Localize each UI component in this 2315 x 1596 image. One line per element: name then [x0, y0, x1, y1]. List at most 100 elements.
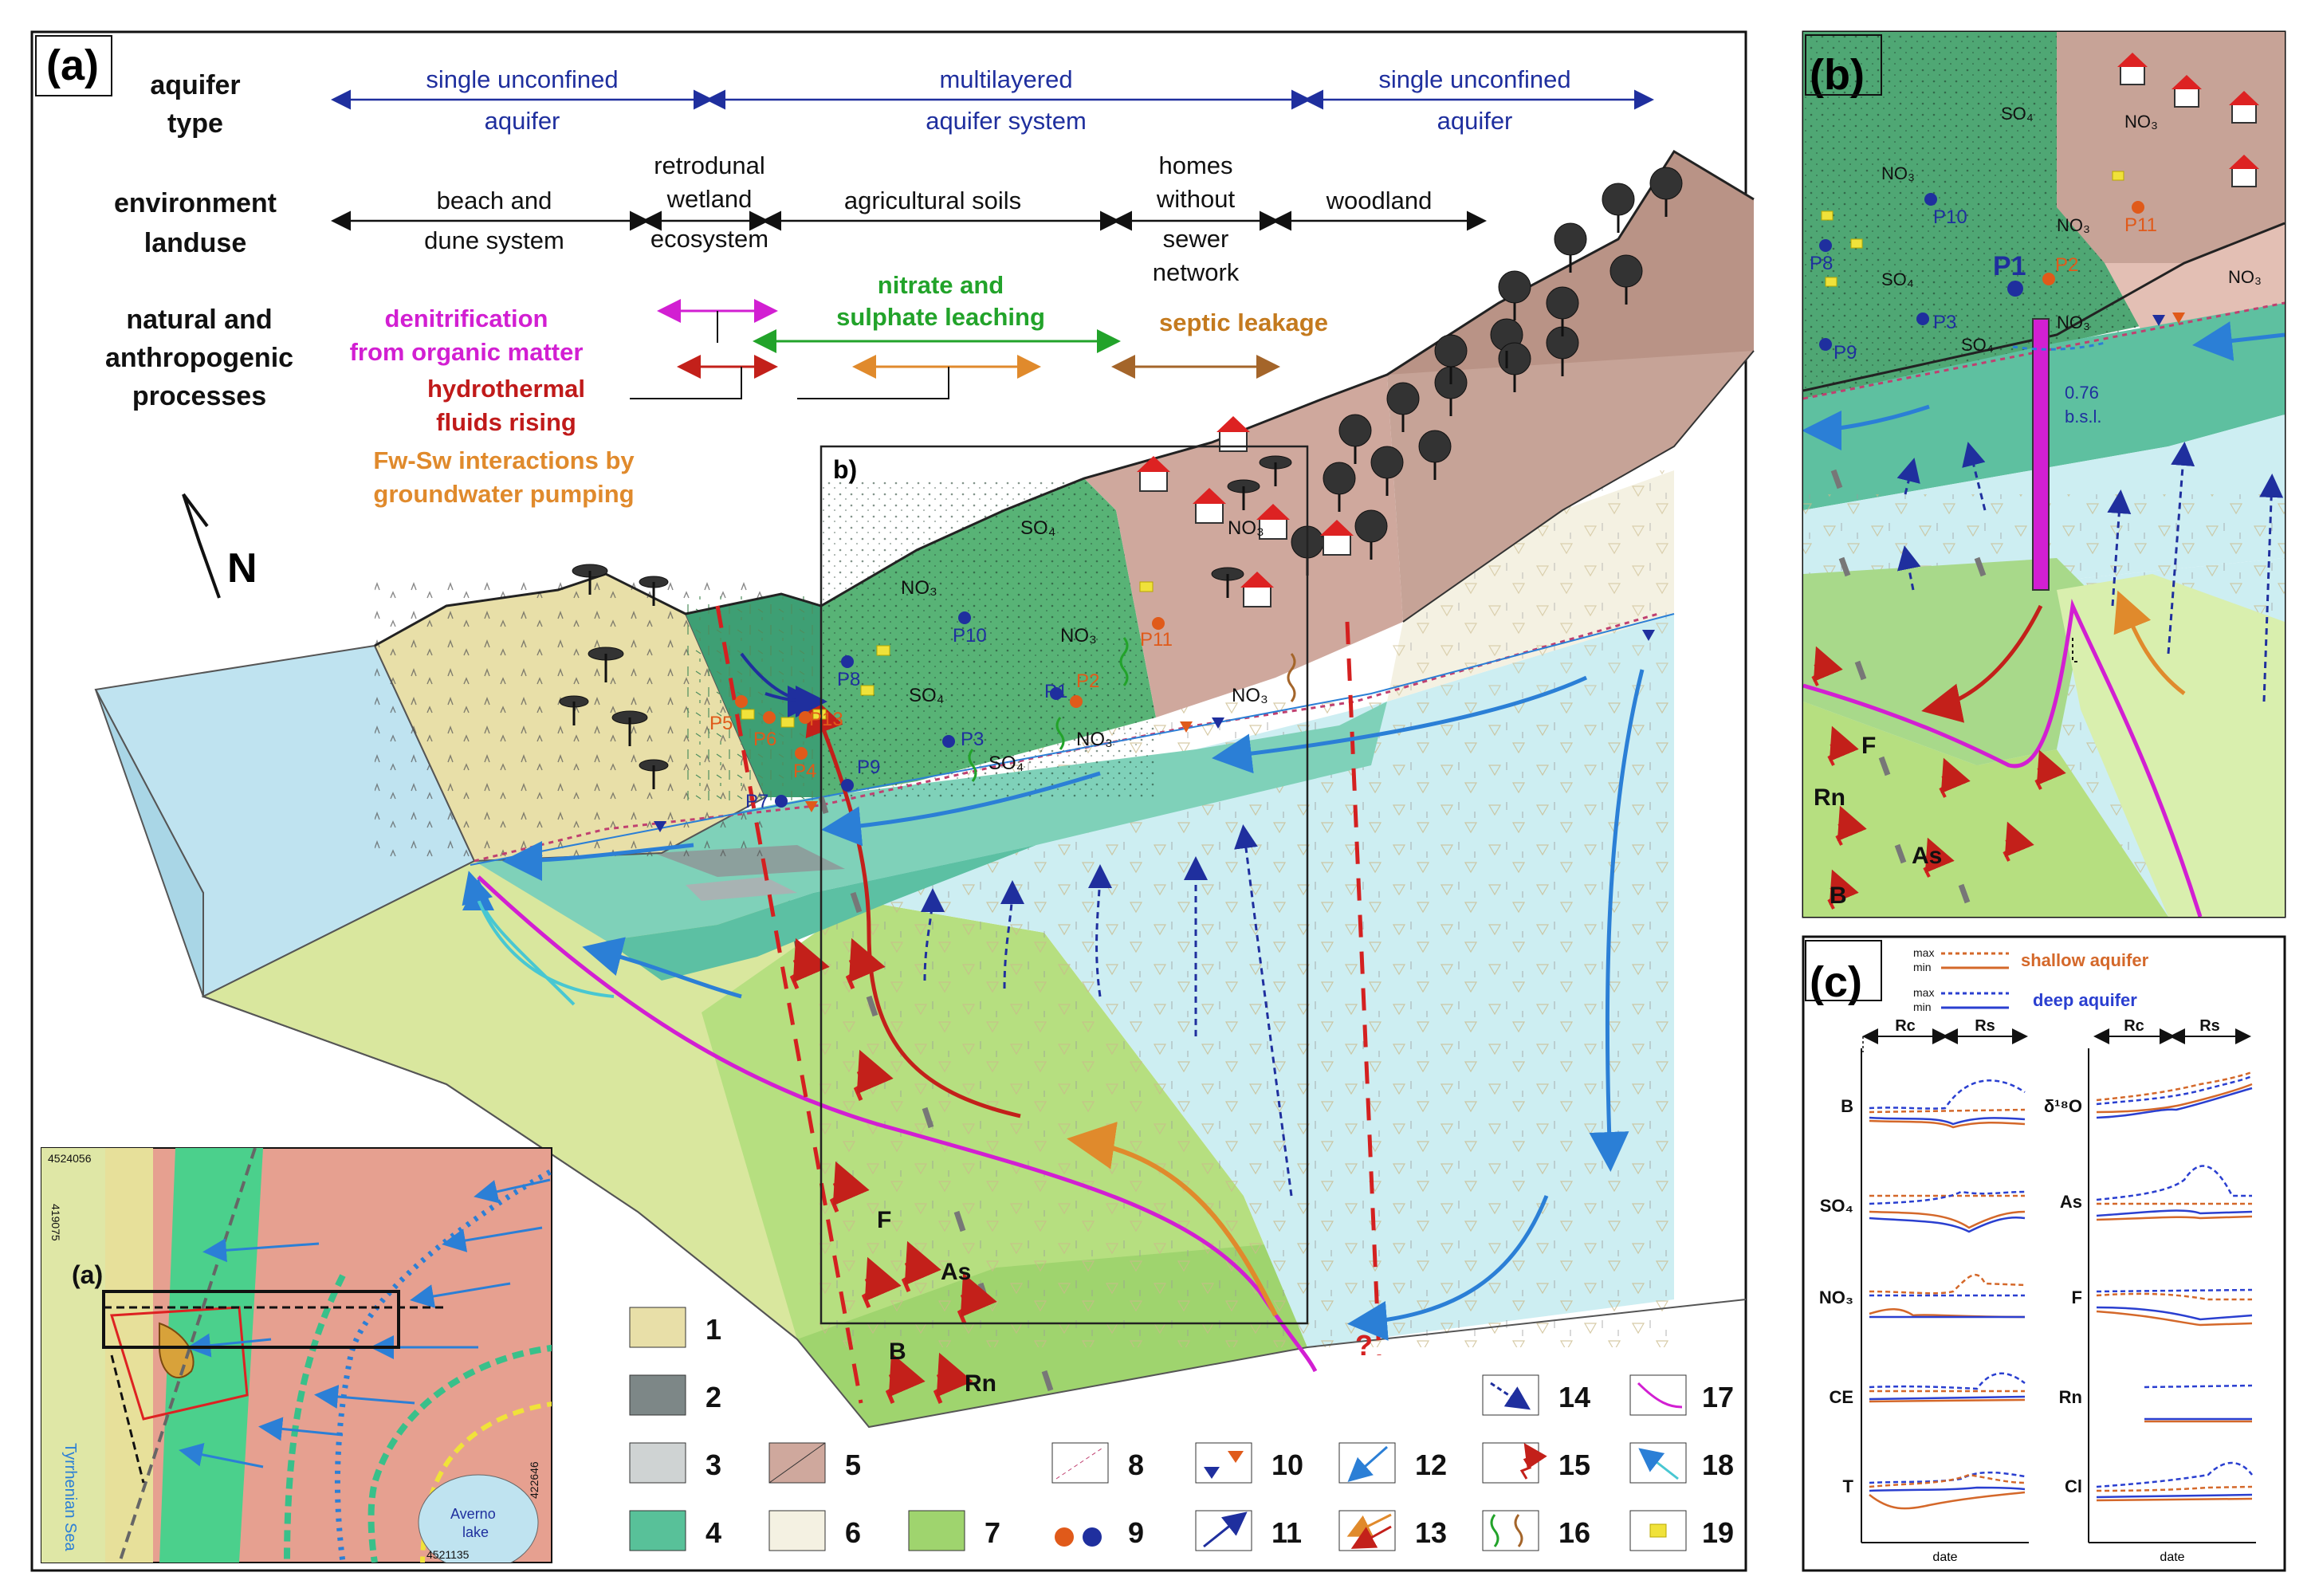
proc-denit-l2: from organic matter — [350, 338, 584, 366]
legend-12: 12 — [1415, 1449, 1447, 1481]
proc-nitrate-l2: sulphate leaching — [836, 303, 1045, 331]
section-b-box — [819, 445, 1309, 1325]
c-param-as: As — [2060, 1192, 2082, 1212]
unknown-fault-mark: ? — [1355, 1329, 1373, 1362]
panel-b: (b) SO₄ NO₃ NO₃ NO₃ SO₄ NO₃ SO₄ NO₃ P10 … — [1802, 30, 2286, 918]
env-homes-l3: sewer — [1163, 225, 1229, 253]
panel-b-label: (b) — [1810, 51, 1865, 99]
well-p4-a: P4 — [793, 761, 816, 782]
chem-so4-3: SO₄ — [988, 753, 1024, 774]
b-depth-l2: b.s.l. — [2065, 407, 2101, 427]
b-chem-so4-1: SO₄ — [2001, 104, 2034, 124]
aquifer-seg-2-l1: multilayered — [939, 65, 1072, 93]
c-param-d18o: δ¹⁸O — [2044, 1096, 2082, 1116]
well-p7-a: P7 — [745, 791, 768, 812]
well-p10-a: P10 — [953, 625, 987, 647]
aquifer-seg-2-l2: aquifer system — [926, 107, 1087, 135]
legend-15: 15 — [1558, 1449, 1590, 1481]
row-processes-1: natural and — [126, 305, 272, 335]
b-chem-no3-2: NO₃ — [2057, 215, 2090, 235]
legend-13: 13 — [1415, 1516, 1447, 1549]
row-processes-3: processes — [132, 381, 266, 411]
legend-19: 19 — [1702, 1516, 1734, 1549]
b-chem-so4-2: SO₄ — [1881, 269, 1914, 289]
legend-10: 10 — [1271, 1449, 1303, 1481]
b-depth-l1: 0.76 — [2065, 383, 2099, 403]
well-p6-a: P5 — [709, 713, 733, 734]
c-leg-shallow: shallow aquifer — [2021, 950, 2149, 970]
deep-b-a: B — [889, 1339, 906, 1365]
legend-7: 7 — [985, 1516, 1000, 1549]
env-homes-l2: without — [1156, 185, 1236, 213]
b-deep-rn: Rn — [1814, 784, 1845, 811]
chem-no3-3: NO₃ — [1228, 517, 1264, 539]
b-well-p9: P9 — [1834, 342, 1857, 364]
c-leg-deep: deep aquifer — [2033, 990, 2137, 1010]
c-param-no3: NO₃ — [1819, 1287, 1853, 1307]
inset-lake-l1: Averno — [450, 1506, 496, 1522]
b-deep-f: F — [1861, 733, 1876, 759]
row-aquifer-type-1: aquifer — [150, 70, 240, 100]
b-chem-no3-3: NO₃ — [2124, 112, 2158, 132]
legend-14: 14 — [1558, 1381, 1590, 1413]
deep-f-a: F — [877, 1207, 891, 1233]
proc-septic: septic leakage — [1159, 309, 1328, 336]
c-param-t: T — [1843, 1476, 1854, 1496]
c-date-right: date — [2160, 1551, 2184, 1564]
well-p13-a: P13 — [809, 709, 843, 730]
env-homes-l1: homes — [1158, 151, 1232, 179]
b-chem-so4-3: SO₄ — [1961, 335, 1994, 355]
chem-no3-5: NO₃ — [1076, 729, 1113, 750]
env-woodland-l1: woodland — [1326, 187, 1433, 214]
c-param-ce: CE — [1829, 1387, 1853, 1407]
c-leg-min-1: min — [1913, 961, 1932, 973]
legend-9: 9 — [1128, 1516, 1144, 1549]
chem-no3-1: NO₃ — [901, 577, 937, 599]
env-wetland-l1: retrodunal — [654, 151, 765, 179]
chem-no3-4: NO₃ — [1232, 685, 1268, 706]
deep-rn-a: Rn — [965, 1370, 996, 1397]
c-rs-right: Rs — [2199, 1017, 2220, 1035]
chem-so4-1: SO₄ — [909, 685, 944, 706]
c-leg-max-1: max — [1913, 946, 1934, 959]
b-well-p2: P2 — [2055, 254, 2078, 276]
b-well-p1: P1 — [1993, 251, 2026, 281]
well-p2-a: P2 — [1076, 670, 1099, 692]
proc-hydro-l2: fluids rising — [436, 408, 576, 436]
panel-c: (c) max min max min shallow aquifer deep… — [1802, 935, 2286, 1572]
inset-coord-left: 419075 — [49, 1204, 62, 1241]
c-param-rn: Rn — [2059, 1387, 2082, 1407]
well-p5-a: P6 — [753, 729, 776, 750]
legend-4: 4 — [706, 1516, 721, 1549]
north-label: N — [227, 545, 257, 592]
section-b-label: b) — [833, 455, 857, 484]
b-chem-no3-5: NO₃ — [2228, 267, 2262, 287]
proc-nitrate-l1: nitrate and — [878, 271, 1004, 299]
legend-1: 1 — [706, 1313, 721, 1346]
legend-11: 11 — [1271, 1516, 1302, 1549]
env-wetland-l2: wetland — [666, 185, 753, 213]
c-leg-min-2: min — [1913, 1000, 1932, 1013]
well-p11-a: P11 — [1140, 629, 1173, 651]
aquifer-seg-1-l1: single unconfined — [426, 65, 618, 93]
panel-a-label: (a) — [46, 41, 99, 89]
b-chem-no3-1: NO₃ — [1881, 163, 1915, 183]
legend-17: 17 — [1702, 1381, 1734, 1413]
inset-lake-l2: lake — [462, 1524, 489, 1540]
c-leg-max-2: max — [1913, 986, 1934, 999]
legend-8: 8 — [1128, 1449, 1144, 1481]
homes-surface — [1084, 375, 1403, 717]
row-processes-2: anthropogenic — [105, 343, 293, 373]
panel-c-label: (c) — [1810, 958, 1862, 1006]
b-well-p11: P11 — [2124, 214, 2157, 236]
row-aquifer-type-2: type — [167, 108, 223, 139]
inset-a-label: (a) — [72, 1260, 103, 1289]
env-beach-l2: dune system — [424, 226, 564, 254]
fault-2 — [1345, 621, 1382, 1356]
legend: 1 2 3 4 5 6 7 8 9 10 11 12 13 — [629, 1307, 1734, 1551]
b-well-p10: P10 — [1933, 206, 1967, 228]
inset-map: (a) Tyrrhenian Sea Averno lake 4524056 4… — [41, 1147, 552, 1563]
b-deep-as: As — [1912, 843, 1942, 869]
legend-16: 16 — [1558, 1516, 1590, 1549]
shallow-aquifer-unit — [474, 702, 1387, 941]
